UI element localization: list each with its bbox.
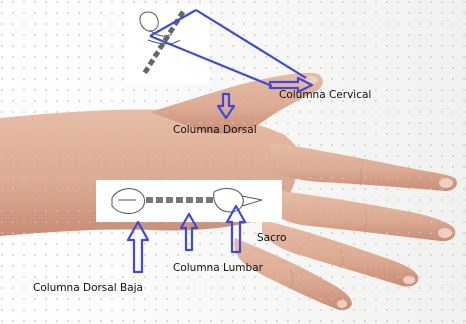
label-columna-cervical: Columna Cervical — [279, 90, 371, 101]
label-columna-lumbar: Columna Lumbar — [173, 263, 263, 274]
label-sacro: Sacro — [257, 233, 286, 244]
label-columna-dorsal: Columna Dorsal — [173, 125, 257, 136]
label-columna-dorsal-baja: Columna Dorsal Baja — [33, 283, 143, 294]
